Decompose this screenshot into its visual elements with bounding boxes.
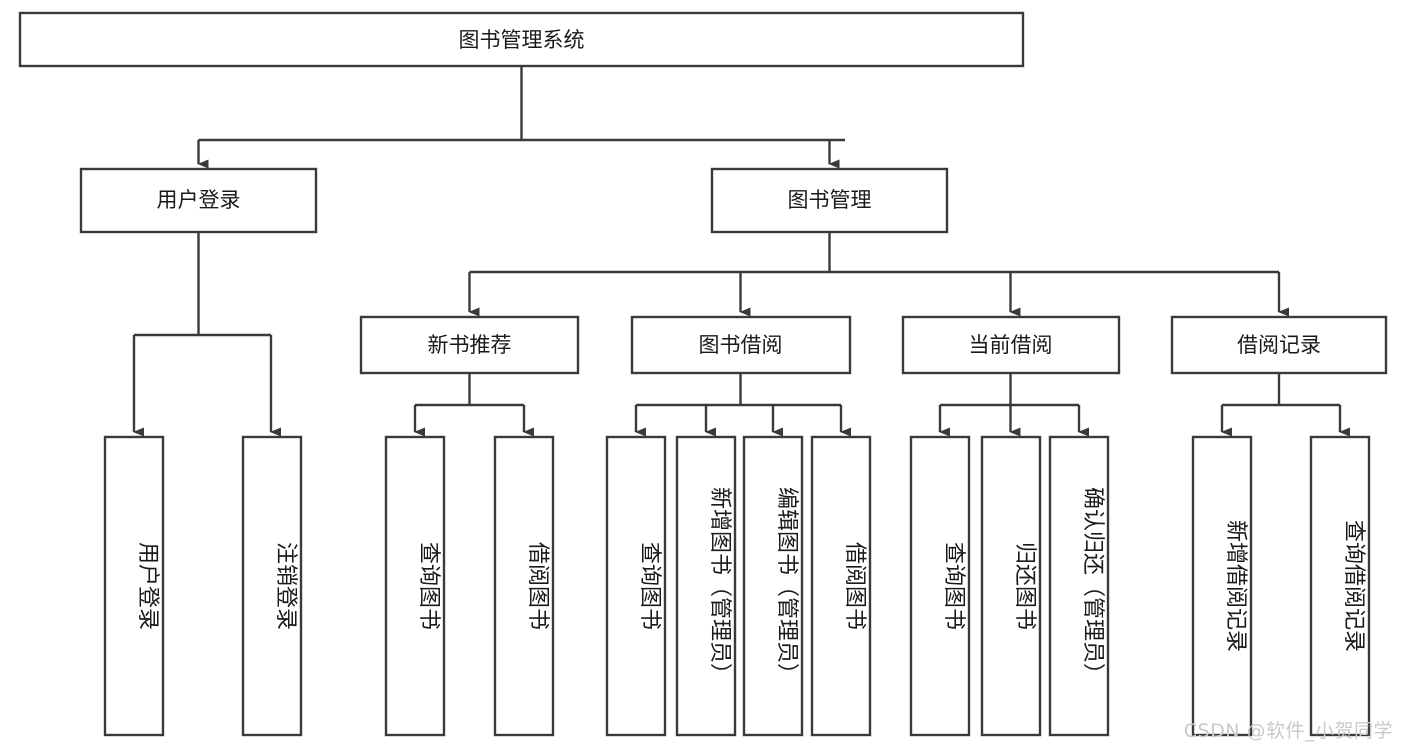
- leaf-node[interactable]: 查询图书: [909, 435, 971, 737]
- current-borrow-box[interactable]: [901, 315, 1121, 375]
- csdn-watermark: CSDN @软件_小贺同学: [1183, 720, 1393, 742]
- user-login-box[interactable]: [79, 167, 318, 234]
- node-new-book-recommend[interactable]: 新书推荐: [359, 315, 580, 375]
- leaf-label-user-login: 用户登录: [135, 542, 160, 630]
- leaf-label-query-book-2: 查询图书: [637, 542, 662, 630]
- leaf-node[interactable]: 查询图书: [384, 435, 446, 737]
- root-box[interactable]: [18, 11, 1025, 68]
- leaf-node[interactable]: 查询借阅记录: [1309, 435, 1371, 737]
- leaf-label-borrow-book-1: 借阅图书: [525, 542, 550, 630]
- node-current-borrow[interactable]: 当前借阅: [901, 315, 1121, 375]
- book-manage-label: 图书管理: [788, 188, 872, 212]
- leaf-node[interactable]: 新增图书（管理员）: [675, 435, 737, 737]
- book-manage-box[interactable]: [710, 167, 949, 234]
- leaf-box-confirm-return[interactable]: [1048, 435, 1110, 737]
- current-borrow-label: 当前借阅: [969, 333, 1053, 357]
- leaf-box-query-record[interactable]: [1309, 435, 1371, 737]
- leaf-node[interactable]: 新增借阅记录: [1191, 435, 1253, 737]
- leaf-box-query-book-2[interactable]: [605, 435, 667, 737]
- user-login-label: 用户登录: [157, 188, 241, 212]
- borrow-record-box[interactable]: [1170, 315, 1388, 375]
- leaf-node[interactable]: 确认归还（管理员）: [1048, 435, 1110, 737]
- leaf-label-query-book-1: 查询图书: [416, 542, 441, 630]
- leaf-label-add-record: 新增借阅记录: [1223, 520, 1248, 652]
- leaf-node[interactable]: 用户登录: [103, 435, 165, 737]
- borrow-record-label: 借阅记录: [1237, 333, 1321, 357]
- leaf-label-edit-book: 编辑图书（管理员）: [774, 487, 799, 685]
- leaf-label-borrow-book-2: 借阅图书: [842, 542, 867, 630]
- leaf-box-borrow-book-2[interactable]: [810, 435, 872, 737]
- leaf-node[interactable]: 借阅图书: [810, 435, 872, 737]
- book-borrow-label: 图书借阅: [699, 333, 783, 357]
- node-book-borrow[interactable]: 图书借阅: [630, 315, 852, 375]
- node-book-manage[interactable]: 图书管理: [710, 167, 949, 234]
- leaf-node[interactable]: 归还图书: [980, 435, 1042, 737]
- leaf-box-user-login[interactable]: [103, 435, 165, 737]
- leaf-box-return-book[interactable]: [980, 435, 1042, 737]
- leaf-node[interactable]: 借阅图书: [493, 435, 555, 737]
- node-root[interactable]: 图书管理系统: [18, 11, 1025, 68]
- leaf-label-return-book: 归还图书: [1012, 542, 1037, 630]
- leaf-label-logout: 注销登录: [273, 542, 298, 630]
- book-borrow-box[interactable]: [630, 315, 852, 375]
- leaf-node[interactable]: 注销登录: [241, 435, 303, 737]
- leaf-node[interactable]: 编辑图书（管理员）: [742, 435, 804, 737]
- new-book-recommend-box[interactable]: [359, 315, 580, 375]
- leaf-box-query-book-3[interactable]: [909, 435, 971, 737]
- leaf-label-add-book: 新增图书（管理员）: [707, 487, 732, 685]
- leaf-label-query-book-3: 查询图书: [941, 542, 966, 630]
- root-label: 图书管理系统: [459, 28, 585, 52]
- leaf-label-query-record: 查询借阅记录: [1341, 520, 1366, 652]
- leaf-box-edit-book[interactable]: [742, 435, 804, 737]
- leaf-label-confirm-return: 确认归还（管理员）: [1080, 487, 1105, 685]
- leaf-box-add-book[interactable]: [675, 435, 737, 737]
- leaf-box-add-record[interactable]: [1191, 435, 1253, 737]
- leaf-box-borrow-book-1[interactable]: [493, 435, 555, 737]
- leaf-box-query-book-1[interactable]: [384, 435, 446, 737]
- new-book-recommend-label: 新书推荐: [428, 333, 512, 357]
- connector-group: [132, 66, 1350, 437]
- leaf-box-logout[interactable]: [241, 435, 303, 737]
- leaf-node[interactable]: 查询图书: [605, 435, 667, 737]
- node-borrow-record[interactable]: 借阅记录: [1170, 315, 1388, 375]
- node-user-login[interactable]: 用户登录: [79, 167, 318, 234]
